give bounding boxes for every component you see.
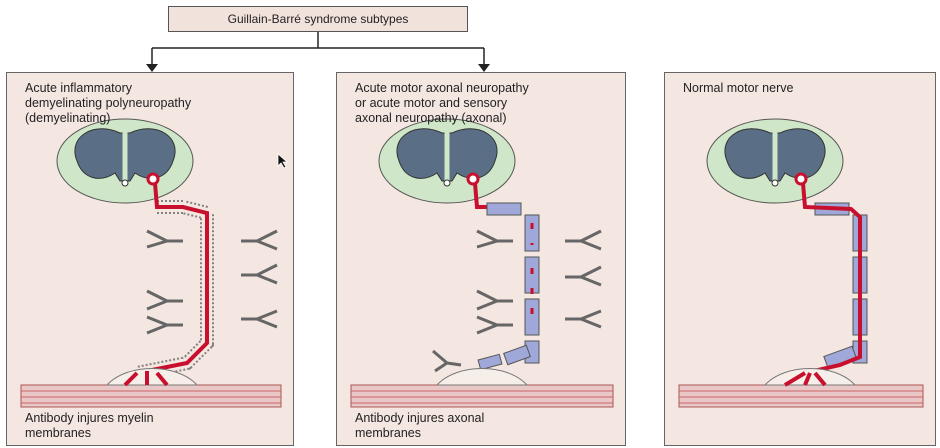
muscle-fibers (20, 368, 282, 408)
panel-demyelinating: Acute inflammatory demyelinating polyneu… (6, 72, 294, 446)
spinal-cord (378, 118, 516, 204)
panel-title: Normal motor nerve (683, 81, 794, 95)
axon (135, 172, 214, 380)
panel-caption: Antibody injures myelin membranes (25, 411, 154, 440)
spinal-cord (706, 118, 844, 204)
mouse-cursor-icon (277, 153, 289, 169)
panel-title: Acute motor axonal neuropathy or acute m… (355, 81, 529, 125)
panel-caption: Antibody injures axonal membranes (355, 411, 485, 440)
axon (794, 172, 868, 375)
muscle-fibers (350, 368, 614, 408)
axon (466, 172, 540, 371)
panel-axonal: Acute motor axonal neuropathy or acute m… (336, 72, 626, 446)
diagram-title: Guillain-Barré syndrome subtypes (168, 6, 468, 32)
panel-illustration (20, 118, 282, 408)
panel-illustration (678, 118, 924, 408)
spinal-cord (56, 118, 194, 204)
connector-arrows (146, 32, 490, 72)
antibody-icons (432, 229, 602, 373)
panel-normal: Normal motor nerve (664, 72, 936, 446)
panel-illustration (350, 118, 614, 408)
muscle-fibers (678, 368, 924, 408)
panel-title: Acute inflammatory demyelinating polyneu… (25, 81, 192, 125)
antibody-icons (146, 229, 278, 335)
